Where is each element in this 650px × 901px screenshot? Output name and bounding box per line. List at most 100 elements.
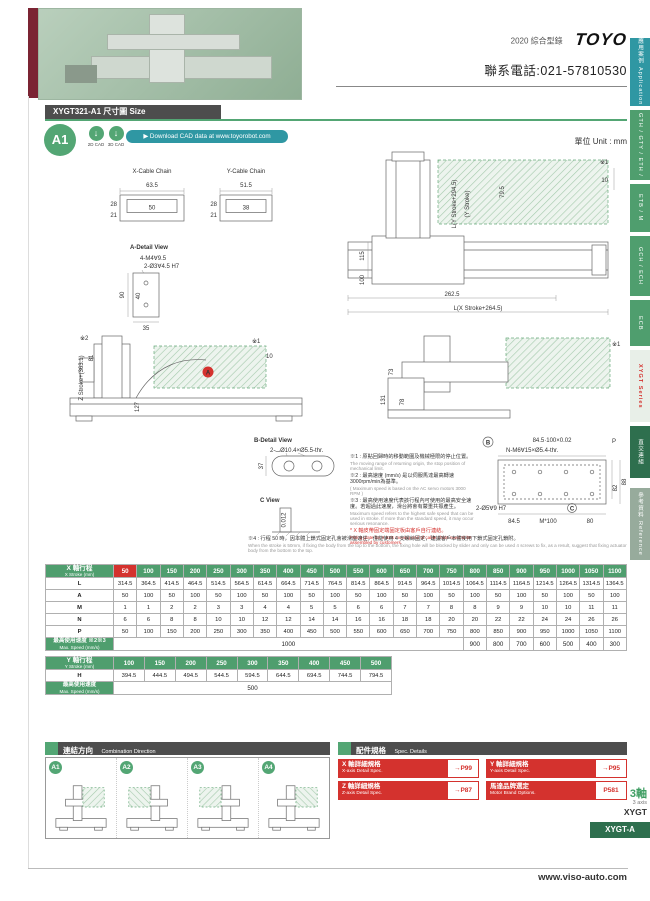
cad-2d-download[interactable]: ↓ 2D CAD bbox=[84, 126, 108, 147]
left-accent-strip bbox=[28, 8, 38, 98]
ref-mark: ※2 bbox=[80, 335, 89, 342]
value-cell: 2 bbox=[159, 601, 184, 614]
value-cell: 9 bbox=[485, 601, 511, 614]
cloud-download-icon[interactable]: ↓ bbox=[108, 126, 124, 141]
speed-value: 500 bbox=[113, 681, 392, 695]
value-cell: 50 bbox=[346, 589, 371, 602]
value-cell: 3 bbox=[229, 601, 254, 614]
section-title: XYGT321-A1 尺寸圖 Size bbox=[45, 105, 221, 119]
value-cell: 444.5 bbox=[143, 669, 176, 682]
combination-badge: A3 bbox=[191, 761, 204, 774]
sidebar-tab-ecb[interactable]: ECB bbox=[630, 300, 650, 346]
download-cad-button[interactable]: ▶ Download CAD data at www.toyorobot.com bbox=[126, 130, 288, 143]
spec-label-zh: X 軸詳細規格 bbox=[342, 760, 381, 768]
stroke-header: 750 bbox=[439, 564, 464, 578]
dim-label: 127 bbox=[135, 401, 141, 412]
stroke-header: 250 bbox=[206, 564, 231, 578]
value-cell: 694.5 bbox=[298, 669, 331, 682]
cad-3d-download[interactable]: ↓ 3D CAD bbox=[104, 126, 128, 147]
cloud-download-icon[interactable]: ↓ bbox=[88, 126, 104, 141]
value-cell: 1000 bbox=[555, 625, 581, 638]
value-cell: 494.5 bbox=[174, 669, 207, 682]
stroke-header: 150 bbox=[143, 656, 176, 670]
ref-mark: ※1 bbox=[600, 159, 609, 166]
combination-badge: A1 bbox=[49, 761, 62, 774]
dim-label: 88 bbox=[622, 478, 628, 485]
value-cell: 50 bbox=[579, 589, 604, 602]
value-cell: 2 bbox=[182, 601, 208, 614]
value-cell: 814.5 bbox=[346, 577, 371, 590]
dim-label: 35 bbox=[143, 326, 150, 332]
combination-section-header: 連結方向 Combination Direction bbox=[45, 742, 330, 755]
value-cell: 8 bbox=[462, 601, 488, 614]
combination-option-a3[interactable]: A3 bbox=[188, 758, 259, 838]
combination-option-a4[interactable]: A4 bbox=[259, 758, 329, 838]
dim-label: 28 bbox=[110, 202, 117, 208]
value-cell: 950 bbox=[532, 625, 557, 638]
combination-diagram bbox=[197, 785, 249, 831]
spec-label-en: Z-axis Detail Spec. bbox=[342, 790, 383, 796]
sidebar-tab-xygt-series-active[interactable]: XYGT Series bbox=[630, 350, 650, 422]
spec-page-ref[interactable]: →P99 bbox=[447, 759, 479, 778]
value-cell: 50 bbox=[485, 589, 511, 602]
dim-label: 84.5 bbox=[508, 519, 520, 525]
header-accent-square bbox=[45, 742, 58, 755]
spec-page-ref[interactable]: P581 bbox=[595, 781, 627, 800]
spec-link-x-axis[interactable]: X 軸詳細規格 X-axis Detail Spec. →P99 bbox=[338, 759, 479, 778]
value-cell: 1064.5 bbox=[462, 577, 488, 590]
dim-label: 262.5 bbox=[444, 292, 460, 298]
speed-value: 700 bbox=[509, 637, 534, 651]
ref-mark: ※1 bbox=[252, 338, 261, 345]
combination-option-a1[interactable]: A1 bbox=[46, 758, 117, 838]
photo-machine-arm bbox=[107, 34, 241, 50]
spec-link-motor-brand[interactable]: 馬達品牌選定 Motor Brand Options. P581 bbox=[486, 781, 627, 800]
dim-label: 37 bbox=[259, 462, 265, 469]
page-left-border bbox=[28, 96, 29, 868]
value-cell: 8 bbox=[182, 613, 208, 626]
stroke-header: 500 bbox=[360, 656, 392, 670]
value-cell: 544.5 bbox=[205, 669, 238, 682]
sidebar-tab-application[interactable]: 應用案例 Application bbox=[630, 38, 650, 106]
value-cell: 564.5 bbox=[229, 577, 254, 590]
dim-label: 84.5·100×0.02 bbox=[533, 438, 573, 444]
ref-mark: ※1 bbox=[612, 341, 621, 348]
spec-page-ref[interactable]: →P87 bbox=[447, 781, 479, 800]
value-cell: 6 bbox=[346, 601, 371, 614]
notes-block: ※1 : 原點回歸時的移動範圍及機械極限的停止位置。 The moving ra… bbox=[350, 454, 474, 547]
note-3-en: Maximum speed refers to the highest safe… bbox=[350, 510, 474, 527]
stroke-header: 400 bbox=[276, 564, 301, 578]
sidebar-tab-gch-ech[interactable]: GCH / ECH bbox=[630, 236, 650, 296]
stroke-header: 650 bbox=[392, 564, 418, 578]
value-cell: 100 bbox=[602, 589, 628, 602]
note-2-zh: ※2 : 最高速度 (mm/s) 是以伺服馬達最高轉速3000rpm/min為基… bbox=[350, 472, 455, 485]
x-cable-chain-drawing: X-Cable Chain 63.5 50 28 21 bbox=[110, 169, 185, 222]
spec-label-zh: 馬達品牌選定 bbox=[490, 782, 529, 790]
b-detail-view-drawing: B-Detail View 2-⌴Ø10.4×Ø5.5-thr. 37 bbox=[254, 438, 335, 477]
sidebar-tab-gth-gty-eth-y[interactable]: GTH / GTY / ETH / Y bbox=[630, 110, 650, 180]
detail-marker-a: A bbox=[206, 371, 211, 377]
sidebar-tab-reference[interactable]: 參考資料 Reference bbox=[630, 488, 650, 560]
combination-option-a2[interactable]: A2 bbox=[117, 758, 188, 838]
value-cell: 26 bbox=[579, 613, 604, 626]
stroke-header: 100 bbox=[113, 656, 145, 670]
value-cell: 1 bbox=[136, 601, 161, 614]
spec-page-ref[interactable]: →P95 bbox=[595, 759, 627, 778]
hole-callout: 2-Ø5∀9 H7 bbox=[476, 505, 507, 512]
dim-label: 28 bbox=[210, 202, 217, 208]
dimension-drawings: X-Cable Chain 63.5 50 28 21 Y-Cable Chai… bbox=[69, 151, 628, 537]
value-cell: 20 bbox=[462, 613, 488, 626]
value-cell: 8 bbox=[439, 601, 464, 614]
sidebar-tab-cartesian-group[interactable]: 直交連組 bbox=[630, 426, 650, 478]
stroke-header: 1000 bbox=[555, 564, 581, 578]
sidebar-tab-etb-m[interactable]: ETB / M bbox=[630, 184, 650, 232]
value-cell: 16 bbox=[346, 613, 371, 626]
spec-link-y-axis[interactable]: Y 軸詳細規格 Y-axis Detail Spec. →P95 bbox=[486, 759, 627, 778]
spec-link-z-axis[interactable]: Z 軸詳細規格 Z-axis Detail Spec. →P87 bbox=[338, 781, 479, 800]
combination-box: A1 A2 A3 A4 bbox=[45, 757, 330, 839]
value-cell: 500 bbox=[322, 625, 348, 638]
value-cell: 50 bbox=[112, 589, 138, 602]
dim-label: (Y Stroke) bbox=[465, 191, 471, 218]
value-cell: 50 bbox=[252, 589, 278, 602]
series-page-tab[interactable]: XYGT-A bbox=[590, 822, 650, 838]
